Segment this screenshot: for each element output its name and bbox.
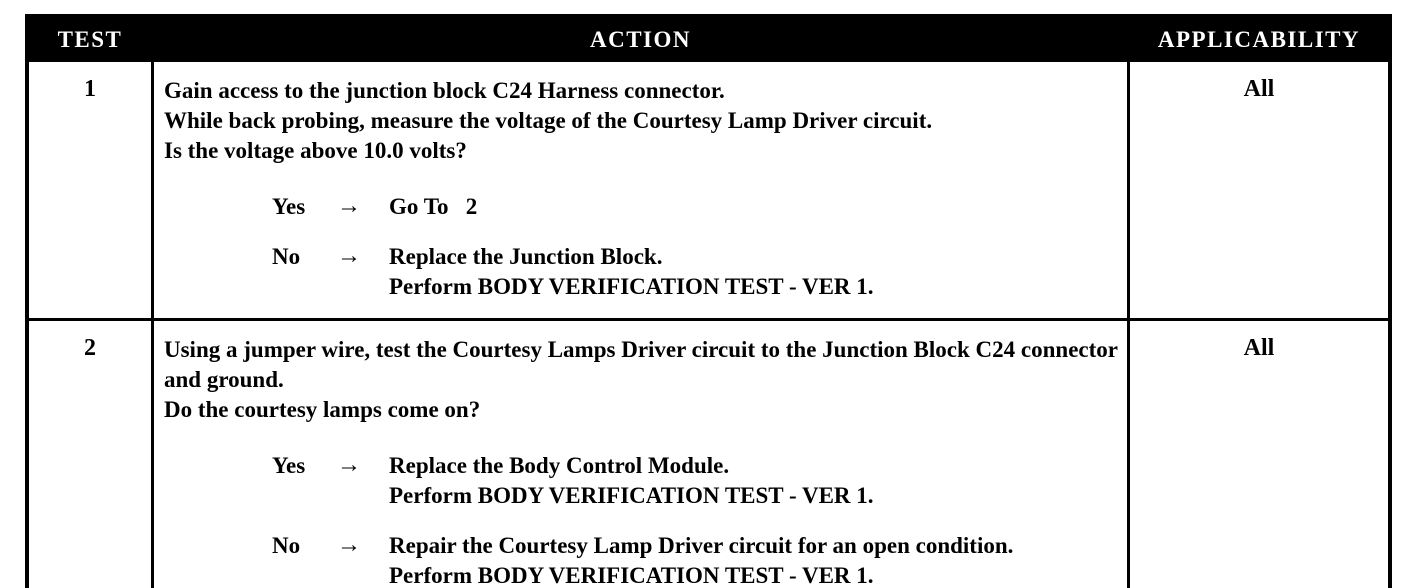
header-test: TEST — [57, 27, 123, 52]
description-line: Gain access to the junction block C24 Ha… — [164, 78, 725, 103]
instruction-line: Replace the Junction Block. — [389, 244, 663, 269]
answer-label: No — [272, 244, 301, 269]
action-cell: Using a jumper wire, test the Courtesy L… — [151, 321, 1130, 588]
action-cell: Gain access to the junction block C24 Ha… — [151, 62, 1130, 318]
answer-label: Yes — [272, 453, 306, 478]
test-number: 2 — [84, 335, 96, 361]
instruction-line: Replace the Body Control Module. — [389, 453, 730, 478]
answer-yes: Yes → Go To 2 — [272, 192, 1119, 222]
instruction-line: Perform BODY VERIFICATION TEST - VER 1. — [389, 563, 874, 588]
diagnostic-test-table: TEST ACTION APPLICABILITY 1 Gain access … — [25, 14, 1392, 588]
description-line: Using a jumper wire, test the Courtesy L… — [164, 337, 1124, 392]
answer-instructions: Replace the Junction Block. Perform BODY… — [389, 242, 1119, 302]
applicability-cell: All — [1243, 76, 1275, 102]
action-description: Gain access to the junction block C24 Ha… — [164, 76, 1119, 166]
applicability-cell: All — [1243, 335, 1275, 361]
action-description: Using a jumper wire, test the Courtesy L… — [164, 335, 1119, 425]
answer-yes: Yes → Replace the Body Control Module. P… — [272, 451, 1119, 511]
answer-branches: Yes → Replace the Body Control Module. P… — [164, 451, 1119, 588]
instruction-line: Go To 2 — [389, 194, 478, 219]
right-arrow-icon: → — [337, 243, 361, 269]
right-arrow-icon: → — [337, 193, 361, 219]
answer-label: No — [272, 533, 301, 558]
description-line: Do the courtesy lamps come on? — [164, 397, 481, 422]
instruction-line: Repair the Courtesy Lamp Driver circuit … — [389, 533, 1014, 558]
instruction-line: Perform BODY VERIFICATION TEST - VER 1. — [389, 274, 874, 299]
answer-label: Yes — [272, 194, 306, 219]
table-header-row: TEST ACTION APPLICABILITY — [29, 18, 1388, 62]
answer-instructions: Replace the Body Control Module. Perform… — [389, 451, 1119, 511]
answer-instructions: Repair the Courtesy Lamp Driver circuit … — [389, 531, 1119, 588]
table-row-test-1: 1 Gain access to the junction block C24 … — [29, 62, 1388, 318]
right-arrow-icon: → — [337, 532, 361, 558]
answer-no: No → Repair the Courtesy Lamp Driver cir… — [272, 531, 1119, 588]
description-line: While back probing, measure the voltage … — [164, 108, 933, 133]
header-applicability: APPLICABILITY — [1157, 27, 1361, 52]
table-row-test-2: 2 Using a jumper wire, test the Courtesy… — [29, 318, 1388, 588]
answer-no: No → Replace the Junction Block. Perform… — [272, 242, 1119, 302]
right-arrow-icon: → — [337, 452, 361, 478]
answer-instructions: Go To 2 — [389, 192, 1119, 222]
instruction-line: Perform BODY VERIFICATION TEST - VER 1. — [389, 483, 874, 508]
description-line: Is the voltage above 10.0 volts? — [164, 138, 467, 163]
test-number: 1 — [84, 76, 96, 102]
header-action: ACTION — [589, 27, 691, 52]
answer-branches: Yes → Go To 2 No → Replace the Junction … — [164, 192, 1119, 302]
